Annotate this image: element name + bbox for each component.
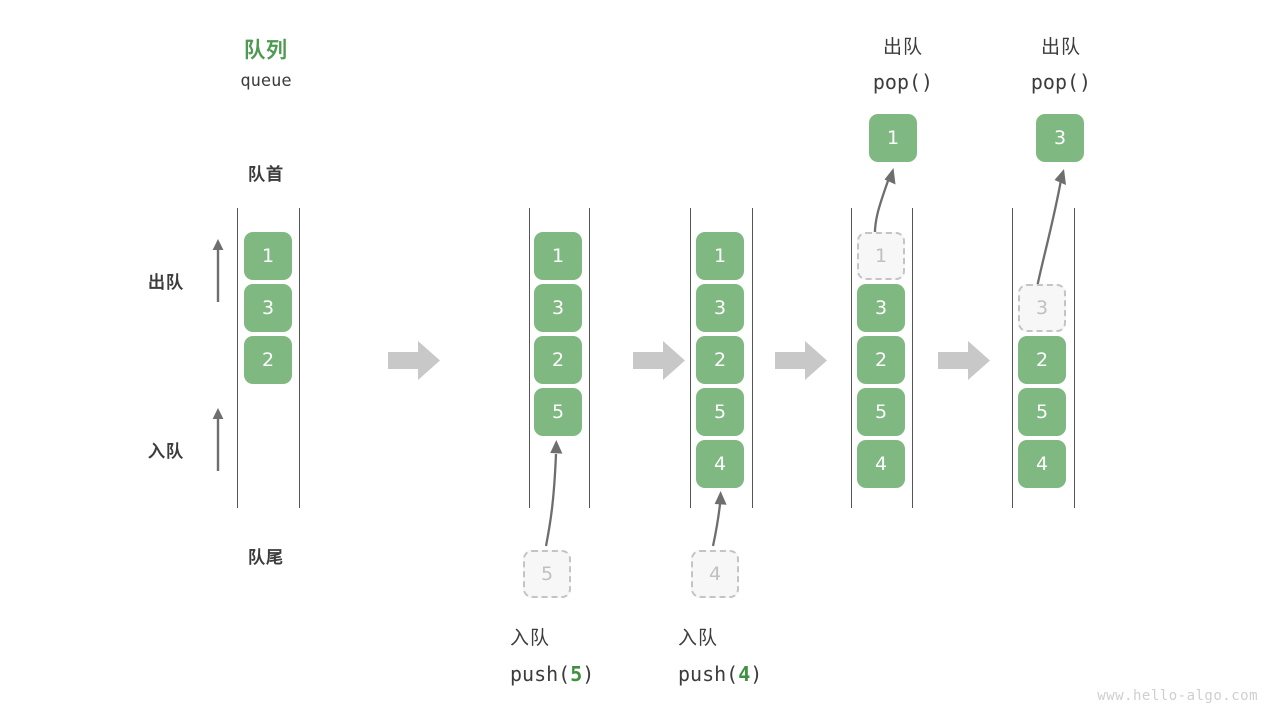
caption-cn: 入队	[510, 627, 551, 649]
header-cn: 出队	[1040, 36, 1081, 58]
popped-element: 3	[1036, 114, 1084, 162]
queue-rail-left	[237, 208, 238, 508]
label-front: 队首	[248, 165, 284, 185]
queue-rail-right	[752, 208, 753, 508]
queue-cell: 3	[857, 284, 905, 332]
page-title-cn: 队列	[244, 38, 288, 62]
caption-code-suffix: )	[582, 662, 595, 686]
queue-cell-removed: 1	[857, 232, 905, 280]
caption-code-arg: 4	[738, 662, 751, 686]
caption-cn: 入队	[678, 627, 719, 649]
queue-cell: 4	[857, 440, 905, 488]
queue-cell: 5	[696, 388, 744, 436]
header-pop-1: 出队 pop()	[833, 30, 973, 100]
panel-pop-3: 出队 pop() 3 3 2 5 4	[985, 0, 1165, 720]
queue-rail-left	[529, 208, 530, 508]
queue-cell: 5	[1018, 388, 1066, 436]
queue-rail-right	[1074, 208, 1075, 508]
incoming-element-placeholder: 5	[523, 550, 571, 598]
queue-rail-right	[912, 208, 913, 508]
label-enqueue-direction: 入队	[148, 442, 184, 462]
watermark: www.hello-algo.com	[1097, 688, 1258, 704]
queue-cell: 5	[857, 388, 905, 436]
queue-cell: 2	[244, 336, 292, 384]
incoming-element-placeholder: 4	[691, 550, 739, 598]
caption-code-prefix: push(	[510, 662, 571, 686]
queue-cell: 3	[696, 284, 744, 332]
queue-rail-left	[1012, 208, 1013, 508]
step-arrow-icon	[633, 341, 685, 380]
step-arrow-icon	[938, 341, 990, 380]
step-arrow-icon	[775, 341, 827, 380]
queue-cell: 2	[696, 336, 744, 384]
queue-cell: 3	[534, 284, 582, 332]
panel-push-5: 1 3 2 5 5 入队 push(5)	[470, 0, 650, 720]
queue-cell: 1	[244, 232, 292, 280]
queue-rail-right	[299, 208, 300, 508]
queue-cell: 2	[534, 336, 582, 384]
popped-element: 1	[869, 114, 917, 162]
queue-rail-left	[690, 208, 691, 508]
queue-rail-left	[851, 208, 852, 508]
queue-cell: 2	[857, 336, 905, 384]
label-rear: 队尾	[248, 548, 284, 568]
queue-cell: 1	[696, 232, 744, 280]
caption-code: push(4)	[678, 656, 762, 692]
queue-cell-removed: 3	[1018, 284, 1066, 332]
panel-push-4: 1 3 2 5 4 4 入队 push(4)	[640, 0, 820, 720]
caption-push-4: 入队 push(4)	[678, 620, 762, 692]
header-cn: 出队	[882, 36, 923, 58]
queue-cell-new: 4	[696, 440, 744, 488]
panel-pop-1: 出队 pop() 1 1 3 2 5 4	[820, 0, 1000, 720]
dequeue-direction-arrow-icon	[212, 239, 224, 302]
caption-code-suffix: )	[750, 662, 763, 686]
queue-cell: 2	[1018, 336, 1066, 384]
caption-code-prefix: push(	[678, 662, 739, 686]
panel-initial: 队首 队尾 出队 入队 1 3 2	[0, 0, 340, 720]
queue-cell: 4	[1018, 440, 1066, 488]
queue-cell-new: 5	[534, 388, 582, 436]
header-pop-3: 出队 pop()	[991, 30, 1131, 100]
caption-push-5: 入队 push(5)	[510, 620, 594, 692]
page-title-en: queue	[240, 71, 292, 91]
caption-code-arg: 5	[570, 662, 583, 686]
queue-cell: 1	[534, 232, 582, 280]
caption-code: push(5)	[510, 656, 594, 692]
header-code: pop()	[872, 70, 934, 94]
header-code: pop()	[1030, 70, 1092, 94]
label-dequeue-direction: 出队	[148, 273, 184, 293]
pop-arrow-icon	[1034, 169, 1066, 293]
enqueue-direction-arrow-icon	[212, 408, 224, 471]
queue-cell: 3	[244, 284, 292, 332]
queue-rail-right	[589, 208, 590, 508]
step-arrow-icon	[388, 341, 440, 380]
push-arrow-icon	[711, 491, 727, 547]
push-arrow-icon	[544, 440, 563, 547]
